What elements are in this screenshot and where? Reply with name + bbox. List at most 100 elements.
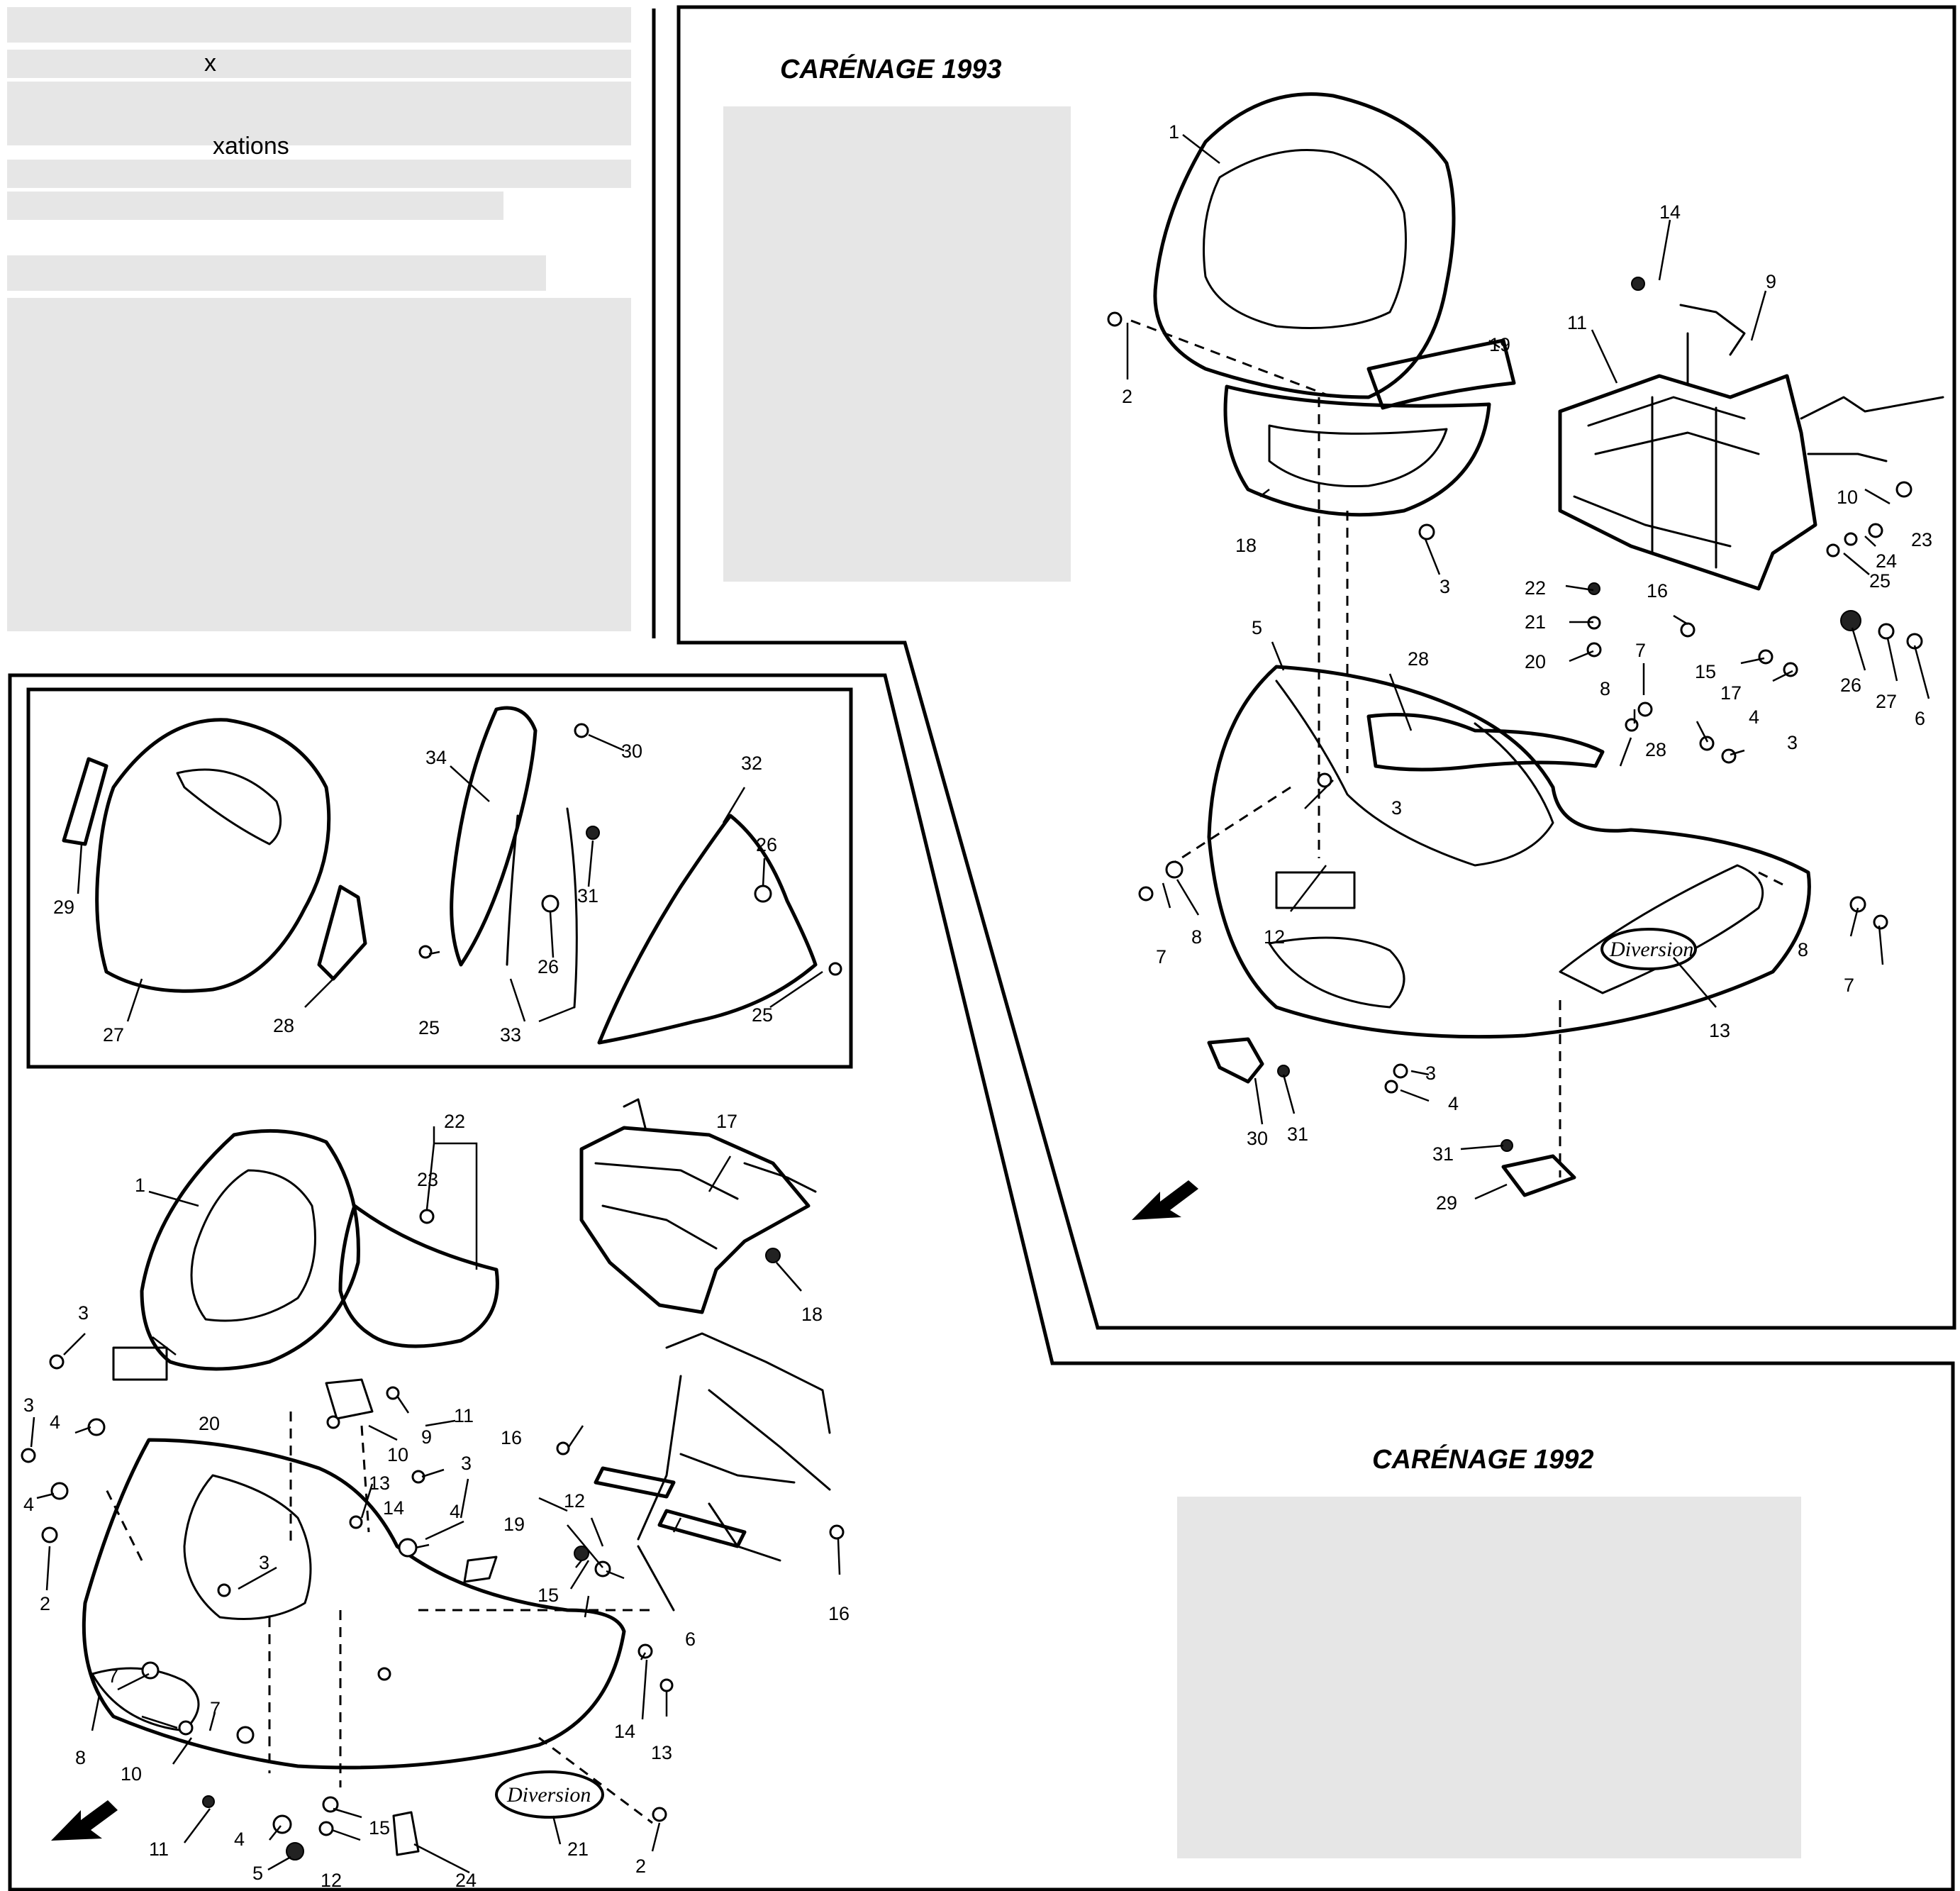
- decal-plate-1992: [112, 1346, 168, 1381]
- callout-2: 2: [1122, 386, 1132, 407]
- inset-windshield-27: [95, 718, 331, 993]
- callout-3: 3: [78, 1302, 89, 1324]
- grommet-icon: [1844, 532, 1858, 546]
- callout-1: 1: [135, 1175, 145, 1196]
- callout-18: 18: [1235, 535, 1257, 556]
- bracket-1992-left: [594, 1466, 676, 1499]
- main-cowl-1992-opening: [183, 1474, 312, 1620]
- callout-10: 10: [1837, 487, 1858, 508]
- screw-icon: [418, 945, 433, 959]
- callout-27: 27: [1876, 691, 1897, 712]
- grommet-icon: [1625, 718, 1639, 732]
- callout-8: 8: [1600, 678, 1610, 699]
- grommet-icon: [1384, 1080, 1398, 1094]
- stay-frame-1992: [579, 1126, 811, 1314]
- title-carenage-1993: CARÉNAGE 1993: [780, 53, 1002, 84]
- stay-frame-1993-brackets: [1679, 304, 1944, 462]
- callout-3: 3: [23, 1394, 34, 1416]
- front-arrow-1992-icon: [51, 1800, 118, 1841]
- callout-31: 31: [577, 885, 598, 906]
- windshield-1993-inner: [1203, 149, 1407, 329]
- washer-icon: [1826, 543, 1840, 558]
- screw-icon: [1138, 886, 1154, 902]
- callout-15: 15: [1695, 661, 1716, 682]
- callout-4: 4: [1749, 706, 1759, 728]
- panel-1993-border: [676, 5, 1956, 1330]
- grommet-icon: [419, 1209, 435, 1224]
- callout-34: 34: [425, 747, 447, 768]
- callout-7: 7: [1156, 946, 1166, 967]
- callout-21: 21: [567, 1839, 589, 1860]
- nut-icon: [1631, 277, 1645, 291]
- grommet-icon: [1588, 582, 1600, 595]
- piece-24-1992: [392, 1811, 420, 1856]
- callout-13: 13: [1709, 1020, 1730, 1041]
- callout-4: 4: [1448, 1093, 1459, 1114]
- clip-icon: [236, 1726, 255, 1744]
- bracket-icon: [1680, 622, 1695, 638]
- clip-icon: [41, 1526, 58, 1543]
- blurred-text-line: [7, 50, 631, 78]
- fasteners-1993: [1107, 277, 1923, 1152]
- blurred-text-line: [7, 160, 631, 188]
- callout-19: 19: [1489, 334, 1510, 355]
- callout-7: 7: [1844, 975, 1854, 996]
- callout-3: 3: [1787, 732, 1798, 753]
- screw-icon: [349, 1515, 363, 1529]
- main-cowl-1992: [82, 1438, 626, 1770]
- callout-33: 33: [500, 1024, 521, 1046]
- callout-19: 19: [503, 1514, 525, 1535]
- leader-lines-1992-inset: [77, 733, 823, 1023]
- emblem-1993: [1600, 928, 1697, 970]
- nut-icon: [1840, 610, 1861, 631]
- emblem-1992-text: Diversion: [506, 1783, 591, 1807]
- callout-5: 5: [252, 1863, 263, 1884]
- nut-icon: [765, 1248, 781, 1263]
- piece-9-1992: [325, 1378, 374, 1420]
- callout-16: 16: [501, 1427, 522, 1448]
- callout-17: 17: [716, 1111, 737, 1132]
- callout-3: 3: [461, 1453, 472, 1474]
- callout-25: 25: [1869, 570, 1891, 592]
- callout-16: 16: [1647, 580, 1668, 601]
- front-arrow-1993-icon: [1132, 1180, 1198, 1220]
- stay-frame-1992-rails: [594, 1098, 817, 1250]
- callout-28: 28: [1408, 648, 1429, 670]
- callout-2: 2: [635, 1856, 646, 1877]
- callout-10: 10: [387, 1444, 408, 1465]
- main-cowl-1993: [1207, 665, 1811, 1039]
- callout-3: 3: [1391, 797, 1402, 819]
- grommet-icon: [50, 1482, 69, 1500]
- callout-25: 25: [418, 1017, 440, 1038]
- callout-17: 17: [1720, 682, 1742, 704]
- blurred-text-line: [7, 7, 631, 43]
- grommet-icon: [1878, 623, 1895, 640]
- bolt-icon: [1317, 772, 1332, 788]
- callout-3: 3: [1425, 1063, 1436, 1084]
- callout-26: 26: [756, 834, 777, 855]
- grommet-icon: [87, 1418, 106, 1436]
- screw-icon: [829, 1524, 845, 1540]
- inset-windshield-27-inner: [176, 768, 282, 845]
- callout-11: 11: [1567, 312, 1587, 333]
- blurred-text-block: [1177, 1497, 1801, 1858]
- main-cowl-1993-opening: [1275, 680, 1554, 867]
- callout-3: 3: [1440, 576, 1450, 597]
- callout-14: 14: [383, 1497, 404, 1519]
- blurred-text-line: [7, 82, 631, 145]
- panel-borders: [8, 5, 1956, 1891]
- screw-icon: [318, 1821, 334, 1836]
- inset-1992-border: [26, 687, 853, 1069]
- main-cowl-1993-headlight: [1268, 936, 1405, 1009]
- callout-7: 7: [1635, 640, 1646, 661]
- callout-7: 7: [108, 1665, 118, 1687]
- diagram-1992-inset: 30 34 32 26 31 26 25 33 25 29 27 28: [53, 706, 842, 1046]
- stay-frame-1993: [1558, 374, 1817, 591]
- screw-icon: [217, 1583, 231, 1597]
- callout-4: 4: [234, 1829, 245, 1850]
- blurred-text-line: [7, 192, 503, 220]
- bolt-icon: [1393, 1063, 1408, 1079]
- assembly-line: [105, 1412, 653, 1824]
- callout-18: 18: [801, 1304, 823, 1325]
- title-carenage-1992: CARÉNAGE 1992: [1372, 1443, 1594, 1475]
